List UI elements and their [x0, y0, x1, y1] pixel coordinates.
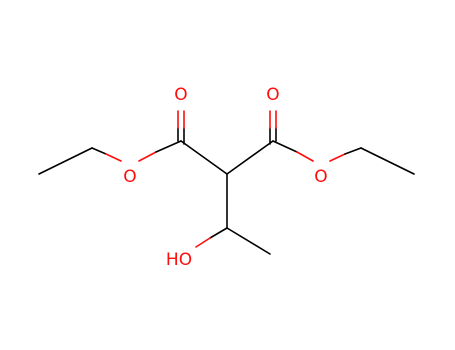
atom-labels-group: O O O O HO — [123, 85, 327, 270]
bonds-group — [38, 110, 415, 255]
atom-o-right-carbonyl: O — [266, 85, 279, 105]
bond-central-right-c — [226, 140, 274, 175]
bond-choh-oh — [209, 227, 228, 239]
bond-left-ester-o-c-red — [138, 151, 157, 162]
bond-right-ester-o-ch2 — [344, 147, 362, 155]
bond-right-c-ester-o-red — [296, 151, 314, 162]
bond-ethyl-left-ch2-o — [91, 147, 107, 155]
bond-ethyl-left-ch3-ch2 — [38, 147, 93, 175]
bond-ethyl-left-ch2-o-red — [105, 153, 122, 162]
bond-ethyl-right-ch2-ch3 — [360, 147, 415, 175]
bond-left-ester-o-c — [155, 140, 182, 153]
bond-right-c-ester-o — [272, 140, 298, 153]
bond-choh-oh-red — [195, 237, 211, 248]
bond-left-c-central — [180, 140, 228, 175]
atom-o-left-ester: O — [123, 167, 136, 187]
bond-choh-methyl — [226, 227, 271, 255]
atom-o-left-carbonyl: O — [174, 85, 187, 105]
bond-right-ester-o-ch2-red — [329, 153, 346, 162]
atom-hydroxyl: HO — [166, 250, 192, 270]
atom-o-right-ester: O — [314, 167, 327, 187]
